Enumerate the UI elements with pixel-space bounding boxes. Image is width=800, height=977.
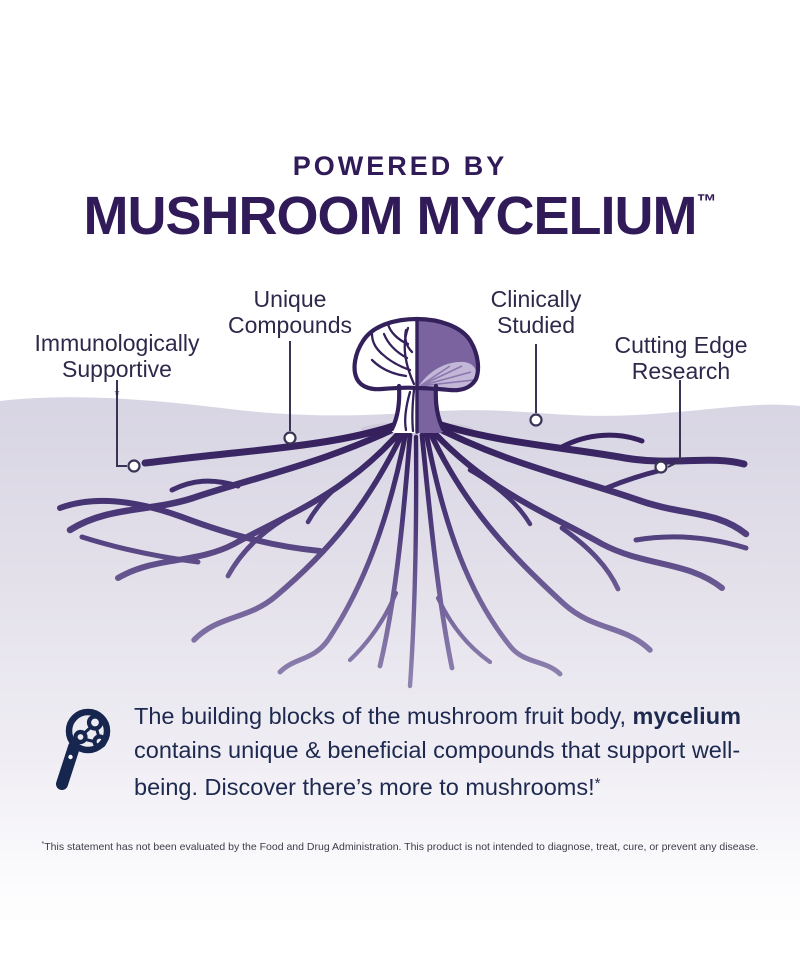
callout-unique-compounds: Unique Compounds (190, 286, 390, 338)
headline-kicker: POWERED BY (292, 151, 508, 181)
callout-cutting-edge-research: Cutting Edge Research (581, 332, 781, 384)
description-line: contains unique & beneficial compounds t… (134, 737, 741, 763)
page-title: MUSHROOM MYCELIUM™ (0, 185, 800, 247)
ground (0, 397, 800, 920)
callout-line-immunologically (116, 380, 127, 467)
callout-label-line: Immunologically (34, 330, 200, 356)
callout-dot (283, 431, 297, 445)
callout-label-line: Studied (496, 312, 575, 338)
description-paragraph: The building blocks of the mushroom frui… (134, 699, 794, 804)
callout-dots (127, 413, 668, 474)
mycelium-roots (57, 416, 750, 689)
callout-label-line: Cutting Edge (614, 332, 748, 358)
callout-label-line: Research (631, 358, 731, 384)
callout-dot (127, 459, 141, 473)
page-title-text: MUSHROOM MYCELIUM (83, 186, 698, 246)
callout-label-line: Supportive* (62, 356, 172, 402)
callout-immunologically-supportive: Immunologically Supportive* (12, 330, 222, 413)
fda-disclaimer-text: This statement has not been evaluated by… (44, 841, 759, 853)
callout-line-cutting-edge (667, 380, 681, 468)
description-line: being. Discover there’s more to mushroom… (134, 774, 601, 800)
callout-label-line: Compounds (227, 312, 353, 338)
callout-label-line: Clinically (490, 286, 582, 312)
callout-label-line: Unique (253, 286, 327, 312)
asterisk-marker: * (594, 775, 601, 792)
callout-dot (654, 460, 668, 474)
magnifier-molecules-icon (56, 708, 111, 790)
mushroom-illustration (352, 316, 481, 434)
callout-clinically-studied: Clinically Studied (436, 286, 636, 338)
mycelium-emphasis: mycelium (632, 703, 741, 729)
fda-disclaimer: *This statement has not been evaluated b… (0, 841, 800, 853)
callout-lines (116, 341, 681, 468)
asterisk-marker: * (114, 387, 120, 402)
trademark-symbol: ™ (696, 191, 717, 213)
callout-dot (529, 413, 543, 427)
asterisk-marker: * (41, 841, 45, 848)
description-line: The building blocks of the mushroom frui… (134, 703, 741, 729)
